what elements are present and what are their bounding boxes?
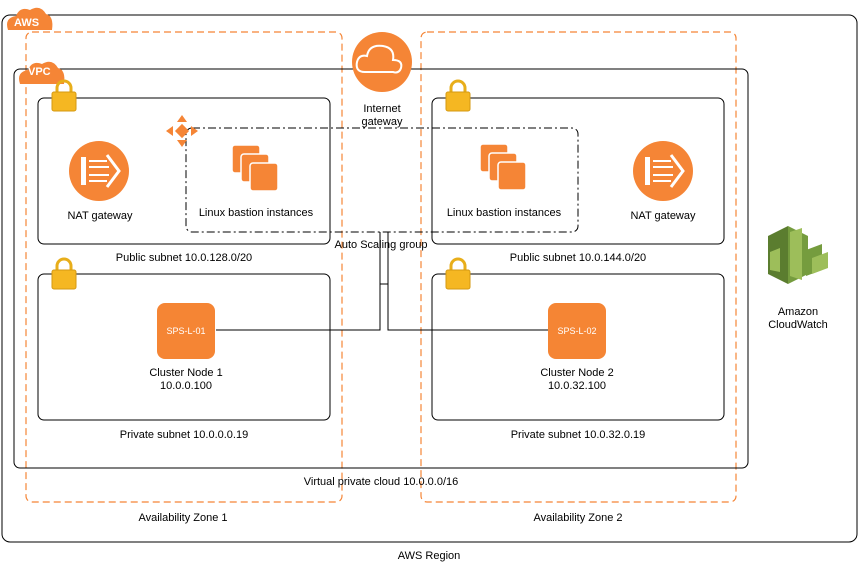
availability-zone-2-border <box>420 31 737 503</box>
internet-gateway-label: Internet gateway <box>342 103 422 129</box>
auto-scaling-group-label: Auto Scaling group <box>334 239 428 251</box>
availability-zone-1-border <box>25 31 343 503</box>
bastion-instances-1-label: Linux bastion instances <box>198 207 314 219</box>
cloudwatch-icon <box>768 226 828 284</box>
nat-gateway-1-icon <box>67 139 131 203</box>
cloudwatch-label: Amazon CloudWatch <box>758 306 838 332</box>
private-subnet-2-label: Private subnet 10.0.32.0.19 <box>510 429 646 441</box>
availability-zone-2-label: Availability Zone 2 <box>533 512 623 524</box>
public-subnet-1-label: Public subnet 10.0.128.0/20 <box>115 252 253 264</box>
internet-gateway-line2: gateway <box>361 116 403 128</box>
vpc-cloud-icon <box>19 61 65 84</box>
cluster-node-1-label: Cluster Node 1 10.0.0.100 <box>126 367 246 393</box>
bastion-instances-2-label: Linux bastion instances <box>446 207 562 219</box>
public-subnet-1-border <box>37 97 331 245</box>
aws-region-border <box>1 14 858 543</box>
cluster-node-2-icon <box>548 303 606 359</box>
nat-gateway-2-icon <box>631 139 695 203</box>
aws-region-label: AWS Region <box>397 550 461 562</box>
private-subnet-2-border <box>431 273 725 421</box>
public-subnet-1-lock-icon <box>50 79 78 113</box>
cluster-node-1-ip: 10.0.0.100 <box>160 380 212 392</box>
cluster-node-1-name: Cluster Node 1 <box>149 367 223 379</box>
cloudwatch-line2: CloudWatch <box>768 319 828 331</box>
private-subnet-1-lock-icon <box>50 257 78 291</box>
vpc-tag: VPC <box>28 66 51 78</box>
cluster-node-2-label: Cluster Node 2 10.0.32.100 <box>517 367 637 393</box>
aws-cloud-icon <box>7 7 53 30</box>
private-subnet-1-label: Private subnet 10.0.0.0.19 <box>119 429 249 441</box>
cluster-node-1-id: SPS-L-01 <box>166 326 206 336</box>
nat-gateway-2-label: NAT gateway <box>630 210 696 222</box>
vpc-label: Virtual private cloud 10.0.0.0/16 <box>303 476 459 488</box>
private-subnet-2-lock-icon <box>444 257 472 291</box>
cluster-node-1-icon <box>157 303 215 359</box>
cluster-connection-line <box>216 283 548 331</box>
public-subnet-2-lock-icon <box>444 79 472 113</box>
bastion-instances-2-icon <box>479 143 527 191</box>
public-subnet-2-label: Public subnet 10.0.144.0/20 <box>509 252 647 264</box>
private-subnet-1-border <box>37 273 331 421</box>
cluster-node-2-name: Cluster Node 2 <box>540 367 614 379</box>
cluster-node-2-id: SPS-L-02 <box>557 326 597 336</box>
cloudwatch-line1: Amazon <box>777 306 819 318</box>
bastion-instances-1-icon <box>231 144 279 192</box>
cluster-node-2-ip: 10.0.32.100 <box>547 380 607 392</box>
auto-scaling-group-border <box>185 127 579 233</box>
public-subnet-2-border <box>431 97 725 245</box>
internet-gateway-line1: Internet <box>363 103 401 115</box>
internet-gateway-icon <box>352 32 412 92</box>
nat-gateway-1-label: NAT gateway <box>67 210 133 222</box>
aws-tag: AWS <box>14 17 40 29</box>
auto-scaling-icon <box>166 115 198 147</box>
availability-zone-1-label: Availability Zone 1 <box>138 512 228 524</box>
